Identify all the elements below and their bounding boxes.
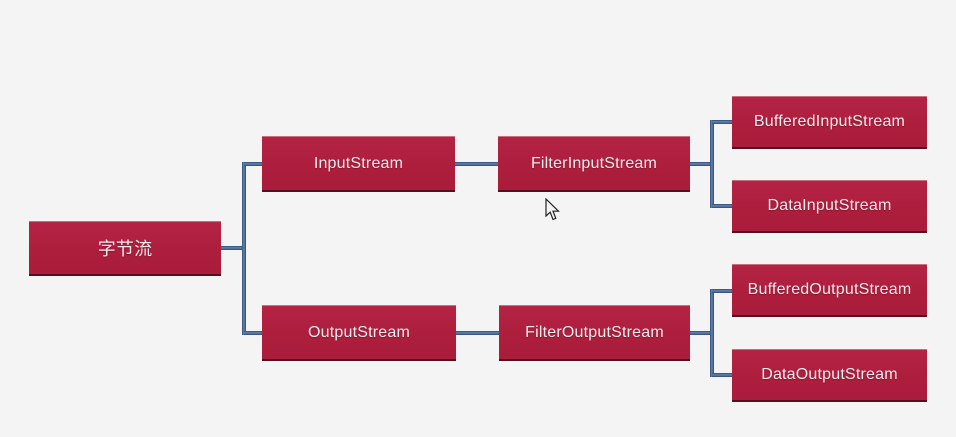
connector-filteroutput-bracket <box>710 289 714 377</box>
connector-to-bufferedinput <box>712 120 732 124</box>
node-inputstream: InputStream <box>262 136 455 192</box>
node-outputstream: OutputStream <box>262 305 456 361</box>
connector-root-to-output <box>244 331 262 335</box>
connector-filterinput-stub <box>690 162 714 166</box>
connector-root-stub <box>221 246 246 250</box>
arrow-cursor-icon <box>545 198 560 221</box>
node-filterinputstream: FilterInputStream <box>498 136 690 192</box>
node-filteroutputstream: FilterOutputStream <box>499 305 690 361</box>
node-bufferedinputstream: BufferedInputStream <box>732 96 927 149</box>
connector-filterinput-bracket <box>710 120 714 208</box>
connector-filteroutput-stub <box>690 331 714 335</box>
node-dataoutputstream: DataOutputStream <box>732 349 927 402</box>
connector-root-to-input <box>244 162 262 166</box>
node-datainputstream: DataInputStream <box>732 180 927 233</box>
connector-output-to-filter <box>456 331 499 335</box>
connector-to-bufferedoutput <box>712 289 732 293</box>
connector-to-datainput <box>712 204 732 208</box>
node-bufferedoutputstream: BufferedOutputStream <box>732 264 927 317</box>
connector-input-to-filter <box>455 162 498 166</box>
connector-to-dataoutput <box>712 373 732 377</box>
connector-root-bracket <box>242 162 246 335</box>
node-byte-stream: 字节流 <box>29 221 221 276</box>
